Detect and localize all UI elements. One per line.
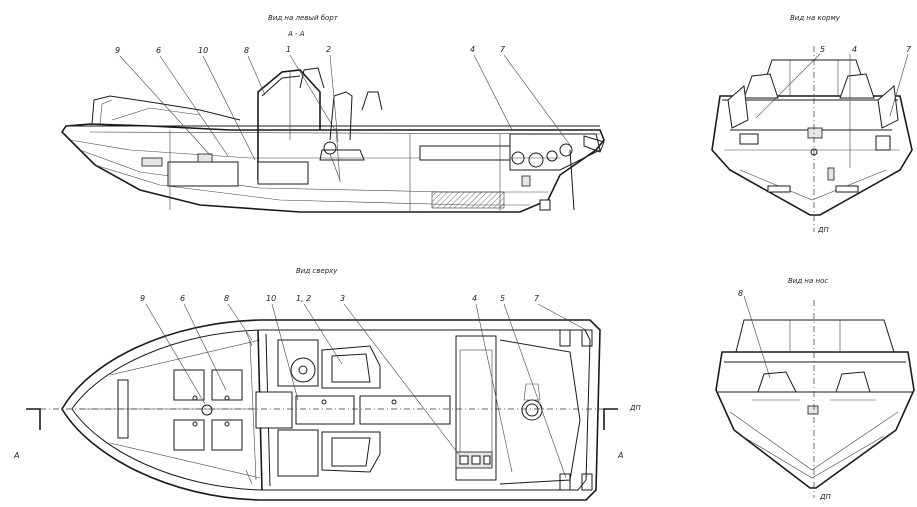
- top-callout-4: 4: [472, 294, 477, 303]
- side-callout-8: 8: [244, 46, 249, 55]
- top-centerline-label: ДП: [629, 404, 641, 412]
- title-top-view: Вид сверху: [296, 267, 338, 275]
- top-callout-10: 10: [266, 294, 276, 303]
- bow-callouts: 8 ДП: [738, 289, 831, 501]
- top-callout-1-2: 1, 2: [296, 294, 311, 303]
- title-section-a-a: А - А: [287, 30, 305, 38]
- side-callouts: 9 6 10 8 1 2 4 7: [115, 45, 571, 161]
- side-callout-1: 1: [286, 45, 291, 54]
- stern-callout-4: 4: [852, 45, 857, 54]
- bow-view: [715, 300, 915, 498]
- stern-callout-7: 7: [906, 45, 912, 54]
- side-view: [60, 67, 605, 213]
- stern-callout-5: 5: [820, 45, 825, 54]
- side-callout-2: 2: [326, 45, 331, 54]
- top-callout-3: 3: [340, 294, 345, 303]
- side-callout-9: 9: [115, 46, 120, 55]
- top-section-mark-right: А: [617, 451, 623, 460]
- top-callout-8: 8: [224, 294, 229, 303]
- side-callout-4: 4: [470, 45, 475, 54]
- top-view: [26, 319, 620, 501]
- side-callout-6: 6: [156, 46, 161, 55]
- side-callout-10: 10: [198, 46, 208, 55]
- top-callouts: 9 6 8 10 1, 2 3 4 5 7 А А ДП: [13, 294, 641, 479]
- title-stern-view: Вид на корму: [790, 14, 841, 22]
- top-callout-9: 9: [140, 294, 145, 303]
- top-section-mark-left: А: [13, 451, 19, 460]
- bow-callout-8: 8: [738, 289, 743, 298]
- top-callout-6: 6: [180, 294, 185, 303]
- stern-callouts: 5 4 7 ДП: [755, 45, 912, 234]
- bow-centerline-label: ДП: [819, 493, 831, 501]
- title-bow-view: Вид на нос: [788, 277, 828, 285]
- title-left-side-view: Вид на левый борт: [268, 14, 339, 22]
- top-callout-5: 5: [500, 294, 505, 303]
- stern-centerline-label: ДП: [817, 226, 829, 234]
- stern-view: [711, 46, 913, 232]
- side-callout-7: 7: [500, 45, 506, 54]
- top-callout-7: 7: [534, 294, 540, 303]
